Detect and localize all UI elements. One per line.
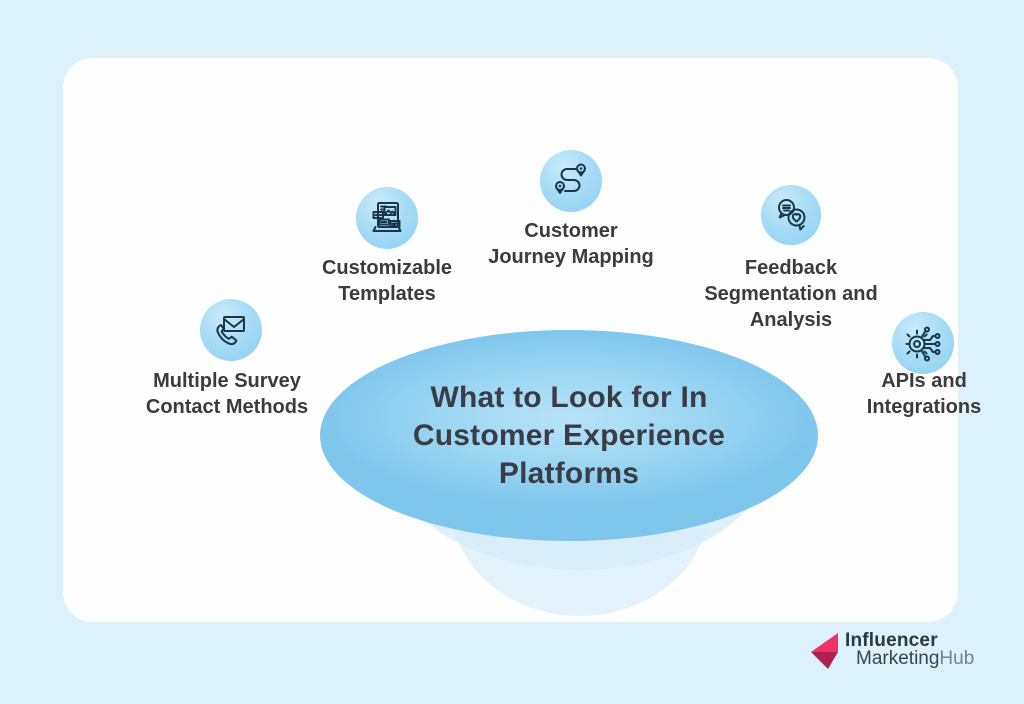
- feature-label-multiple-survey: Multiple Survey Contact Methods: [111, 368, 343, 420]
- feature-icon-customizable-templates: [356, 187, 418, 249]
- influencer-marketinghub-logo: Influencer MarketingHub: [810, 631, 974, 677]
- route-map-icon: [555, 163, 586, 194]
- feature-icon-apis-integrations: [892, 312, 954, 374]
- label-line: Segmentation and: [704, 283, 878, 305]
- label-line: Customer: [524, 220, 618, 242]
- label-line: Customizable: [321, 257, 453, 279]
- feature-icon-multiple-survey: [200, 299, 262, 361]
- phone-envelope-icon: [216, 316, 245, 346]
- feature-label-apis-integrations: APIs and Integrations: [829, 368, 1019, 420]
- logo-marketing-text: Marketing: [856, 648, 940, 669]
- title-line: Customer Experience: [412, 418, 726, 452]
- label-line: Templates: [338, 283, 436, 305]
- label-line: Feedback: [744, 257, 838, 279]
- feature-label-customer-journey: Customer Journey Mapping: [456, 218, 686, 270]
- title-line: Platforms: [498, 456, 640, 490]
- page-title: What to Look for In Customer Experience …: [413, 379, 725, 493]
- gear-circuit-icon: [905, 326, 941, 362]
- label-line: Integrations: [866, 396, 982, 418]
- logo-hub-text: Hub: [939, 648, 975, 669]
- label-line: APIs and: [881, 370, 967, 392]
- feature-icon-feedback-analysis: [761, 185, 821, 245]
- feature-icon-customer-journey: [540, 150, 602, 212]
- logo-influencer-text: Influencer: [845, 630, 938, 651]
- feature-label-customizable-templates: Customizable Templates: [277, 255, 497, 307]
- central-ellipse: What to Look for In Customer Experience …: [320, 330, 818, 541]
- logo-arrow-icon: [811, 633, 838, 669]
- label-line: Contact Methods: [145, 396, 309, 418]
- feature-label-feedback-analysis: Feedback Segmentation and Analysis: [676, 255, 906, 333]
- logo-text: Influencer MarketingHub: [845, 631, 974, 668]
- chat-bubbles-icon: [778, 199, 806, 231]
- web-template-icon: [372, 202, 402, 232]
- logo-marketinghub-text: MarketingHub: [856, 649, 974, 668]
- label-line: Journey Mapping: [488, 246, 654, 268]
- title-line: What to Look for In: [430, 380, 708, 414]
- label-line: Analysis: [749, 309, 833, 331]
- content-card: What to Look for In Customer Experience …: [63, 58, 981, 622]
- label-line: Multiple Survey: [153, 370, 301, 392]
